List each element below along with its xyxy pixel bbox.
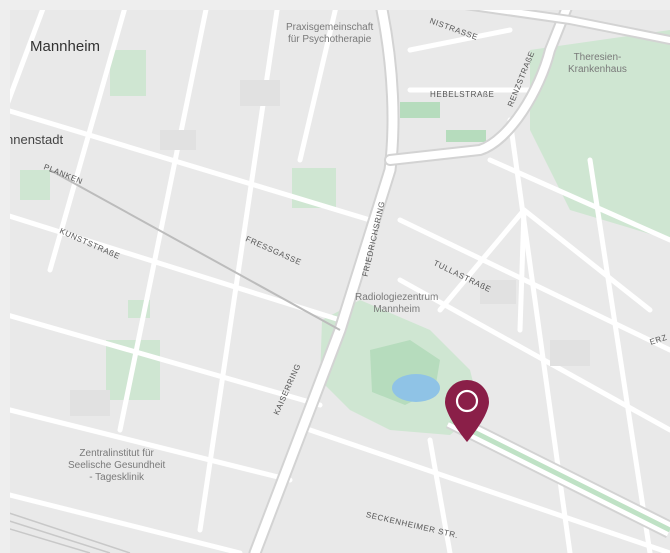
theresien-park	[530, 30, 670, 240]
parks-layer	[20, 30, 670, 435]
poi-zentralinstitut[interactable]: Zentralinstitut für Seelische Gesundheit…	[68, 448, 166, 483]
park-block-3	[110, 50, 146, 96]
city-label: Mannheim	[30, 38, 101, 55]
map-canvas	[10, 10, 670, 553]
poi-theresien[interactable]: Theresien- Krankenhaus	[568, 52, 627, 75]
park-block-4	[20, 170, 50, 200]
street-hebelstrasse: HEBELSTRAßE	[430, 90, 495, 99]
map-pin-icon[interactable]	[442, 376, 492, 444]
ring-roads	[248, 10, 670, 553]
map-view[interactable]: Mannheim nnenstadt Praxisgemeinschaft fü…	[10, 10, 670, 553]
poi-radiologie[interactable]: Radiologiezentrum Mannheim	[355, 292, 439, 315]
water-pond	[392, 374, 440, 402]
buildings	[70, 80, 590, 416]
augusta-boulevard	[445, 411, 670, 539]
poi-praxis[interactable]: Praxisgemeinschaft für Psychotherapie	[286, 22, 374, 45]
district-label: nnenstadt	[10, 132, 64, 147]
railway	[10, 169, 341, 553]
